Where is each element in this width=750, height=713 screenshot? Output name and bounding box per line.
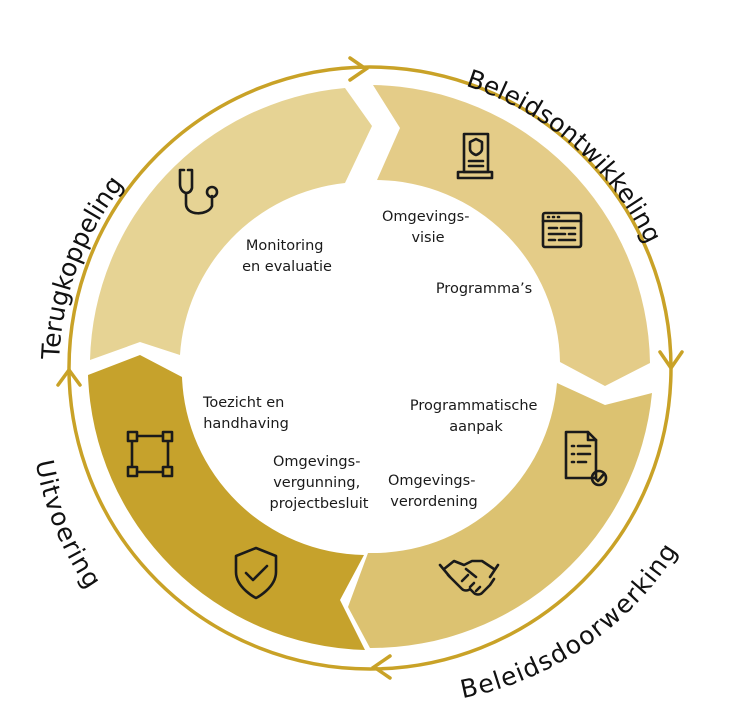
arrow-head-top bbox=[348, 56, 370, 82]
segment-terugkoppeling bbox=[90, 88, 372, 360]
stethoscope-icon bbox=[178, 168, 219, 215]
phase-label-uitvoering: Uitvoering bbox=[30, 457, 108, 593]
segment-uitvoering bbox=[88, 355, 365, 650]
segment-beleidsdoorwerking bbox=[348, 383, 652, 649]
label-omgevingsverordening: Omgevings- verordening bbox=[388, 473, 480, 510]
arrow-head-bottom bbox=[370, 654, 392, 680]
label-omgevingsvergunning-projectbesluit: Omgevings- vergunning, projectbesluit bbox=[270, 454, 369, 512]
label-toezicht-handhaving: Toezicht en handhaving bbox=[202, 395, 289, 432]
label-programmatische-aanpak: Programmatische aanpak bbox=[410, 398, 542, 435]
selection-square-icon bbox=[126, 430, 174, 478]
shield-check-icon bbox=[234, 546, 278, 600]
handshake-icon bbox=[438, 559, 500, 596]
label-monitoring-evaluatie: Monitoring en evaluatie bbox=[242, 238, 332, 275]
label-programmas: Programma’s bbox=[436, 281, 532, 297]
document-seal-icon bbox=[456, 132, 494, 180]
arrow-head-right bbox=[658, 350, 684, 372]
checklist-document-icon bbox=[564, 430, 608, 487]
browser-window-icon bbox=[541, 211, 583, 249]
arrow-head-left bbox=[56, 367, 82, 387]
segment-beleidsontwikkeling bbox=[373, 85, 650, 386]
label-omgevingsvisie: Omgevings- visie bbox=[382, 209, 474, 246]
